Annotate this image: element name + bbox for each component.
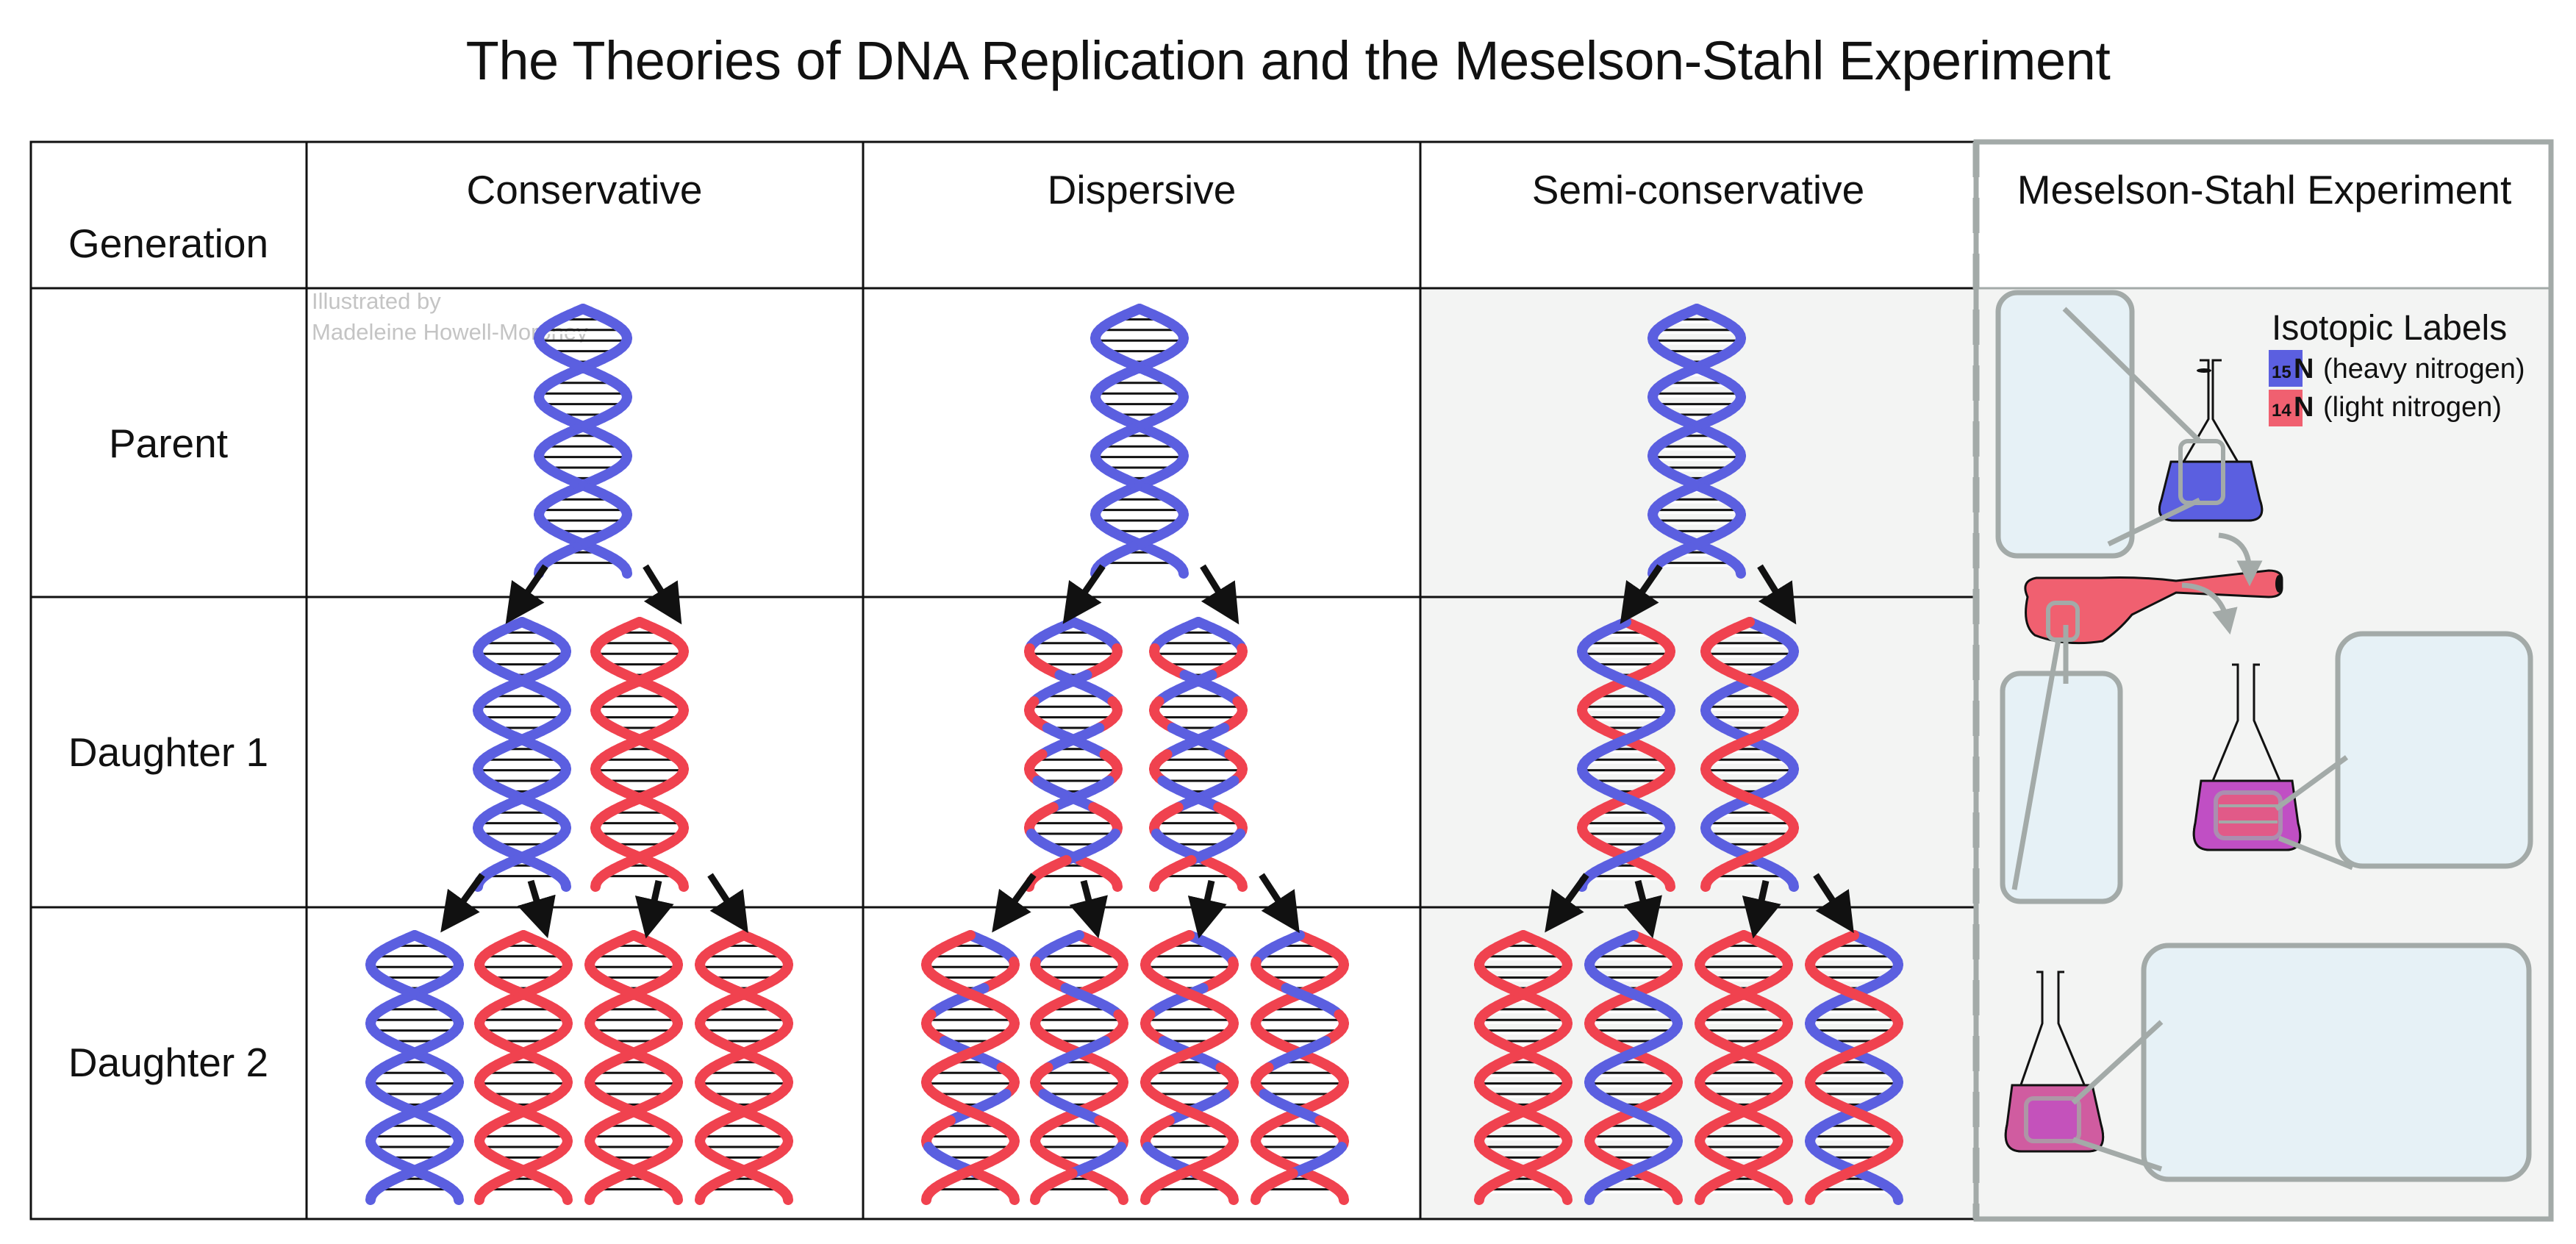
arrow-semi-parent-right <box>1757 564 1797 625</box>
row-label-daughter-1: Daughter 1 <box>68 729 268 775</box>
inset-generation-2-dna <box>2141 943 2532 1182</box>
inset-generation-1-dna <box>2335 631 2533 869</box>
helix-conservative-d2-1 <box>365 930 464 1205</box>
legend-heavy-mass: 15 <box>2272 362 2291 382</box>
flask-generation-1 <box>2192 663 2302 851</box>
arrow-dispersive-d1-c <box>1187 880 1227 939</box>
legend-heavy-swatch <box>2269 350 2303 387</box>
arrow-semi-d1-c <box>1742 880 1781 939</box>
arrow-conservative-d1-d <box>707 873 748 934</box>
helix-semi-d1-b <box>1700 617 1799 892</box>
flask-generation-2 <box>2004 970 2105 1153</box>
arrow-conservative-d1-b <box>517 879 556 939</box>
inset-parent-dna <box>1995 290 2135 559</box>
helix-dispersive-parent <box>1090 304 1189 579</box>
header-conservative: Conservative <box>467 167 703 212</box>
arrow-semi-d1-a <box>1545 873 1589 933</box>
helix-dispersive-d2-1 <box>921 930 1020 1205</box>
page-title: The Theories of DNA Replication and the … <box>465 30 2111 91</box>
arrow-dispersive-d1-b <box>1069 879 1108 939</box>
arrow-semi-d1-d <box>1813 873 1854 934</box>
arrow-semi-parent-left <box>1620 564 1663 624</box>
helix-conservative-d1-new <box>590 617 689 892</box>
arrow-dispersive-d1-d <box>1259 873 1300 934</box>
arrow-dispersive-parent-left <box>1062 564 1106 624</box>
arrow-dispersive-d1-a <box>992 873 1037 933</box>
arrow-conservative-parent-left <box>505 564 548 624</box>
header-dispersive: Dispersive <box>1048 167 1237 212</box>
helix-dispersive-d2-2 <box>1030 930 1128 1205</box>
inset-light-dna <box>2000 671 2123 904</box>
arrow-conservative-d1-c <box>634 880 674 939</box>
row-label-daughter-2: Daughter 2 <box>68 1040 268 1085</box>
legend-light-desc: (light nitrogen) <box>2323 392 2502 423</box>
arrow-semi-d1-b <box>1623 879 1662 939</box>
helix-conservative-parent <box>534 304 632 579</box>
helix-conservative-d1-old <box>473 617 571 892</box>
legend-light-symbol: N <box>2294 392 2314 423</box>
helix-semi-d2-2 <box>1584 930 1683 1205</box>
legend-title: Isotopic Labels <box>2272 309 2507 348</box>
legend-light-swatch <box>2269 390 2303 426</box>
header-semi-conservative: Semi-conservative <box>1532 167 1864 212</box>
replication-arrows <box>440 564 1854 939</box>
helix-conservative-d2-2 <box>474 930 573 1205</box>
legend-heavy-symbol: N <box>2294 354 2314 385</box>
arrow-dispersive-parent-right <box>1200 564 1239 625</box>
helix-semi-d2-4 <box>1805 930 1903 1205</box>
arrow-conservative-parent-right <box>643 564 682 625</box>
helix-conservative-d2-3 <box>584 930 683 1205</box>
header-generation: Generation <box>68 221 268 266</box>
meselson-connectors <box>2011 307 2354 1172</box>
credit-line-1: Illustrated by <box>312 288 441 314</box>
meselson-frame <box>1972 139 2554 1222</box>
arrow-conservative-d1-a <box>440 873 485 933</box>
helix-semi-d2-3 <box>1695 930 1793 1205</box>
helix-semi-d2-1 <box>1474 930 1573 1205</box>
legend-heavy-desc: (heavy nitrogen) <box>2323 354 2525 385</box>
helix-semi-parent <box>1647 304 1746 579</box>
legend-light-mass: 14 <box>2272 401 2291 421</box>
helix-dispersive-d2-3 <box>1140 930 1239 1205</box>
row-label-parent: Parent <box>109 421 228 466</box>
helix-dispersive-d1-a <box>1024 617 1123 892</box>
helix-dispersive-d2-4 <box>1251 930 1349 1205</box>
helix-conservative-d2-4 <box>695 930 793 1205</box>
helix-dispersive-d1-b <box>1149 617 1248 892</box>
header-meselson-stahl: Meselson-Stahl Experiment <box>2017 167 2512 212</box>
meselson-stahl-panel: Isotopic Labels 15 N (heavy nitrogen) 14… <box>1995 290 2533 1182</box>
